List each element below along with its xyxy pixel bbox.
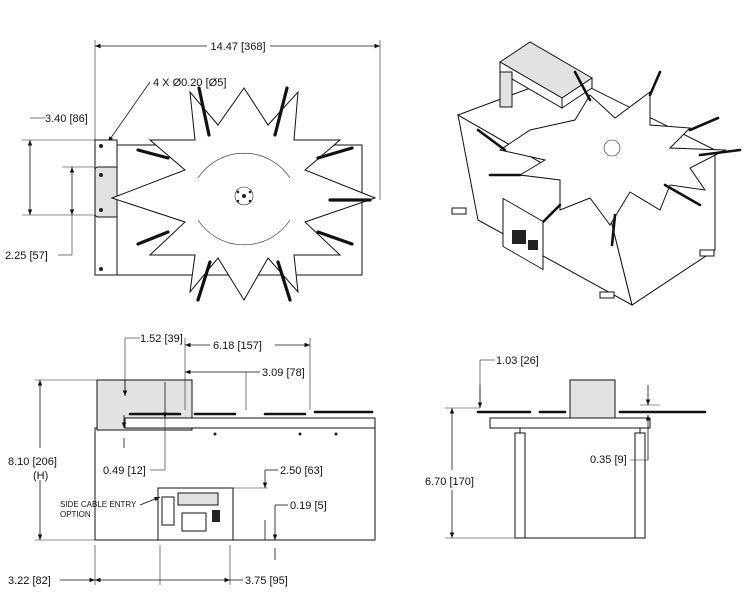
dim-6-70: 6.70 [170] (425, 476, 474, 488)
dim-1-03: 1.03 [26] (496, 355, 539, 367)
dim-2-25: 2.25 [57] (5, 250, 48, 262)
dim-3-09: 3.09 [78] (262, 367, 305, 379)
dim-0-35: 0.35 [9] (590, 454, 627, 466)
dim-height-h: (H) (33, 470, 48, 482)
isometric-view (451, 41, 742, 306)
star-plate (110, 87, 377, 301)
side-view: 1.03 [26] 0.35 [9] 6.70 [170] (425, 355, 707, 539)
dim-2-50: 2.50 [63] (280, 465, 323, 477)
dim-6-18: 6.18 [157] (213, 340, 262, 352)
dim-0-19: 0.19 [5] (290, 500, 327, 512)
dim-3-40: 3.40 [86] (45, 113, 88, 125)
dim-0-49: 0.49 [12] (103, 465, 146, 477)
front-view: 1.52 [39] 6.18 [157] 3.09 [78] 8.10 [206… (8, 333, 376, 587)
dim-3-22: 3.22 [82] (8, 575, 51, 587)
dim-holes: 4 X Ø0.20 [Ø5] (153, 77, 226, 89)
top-view: 14.47 [368] 4 X Ø0.20 [Ø5] (5, 40, 381, 302)
note-cable-entry-2: OPTION (60, 510, 91, 519)
dim-8-10: 8.10 [206] (8, 456, 57, 468)
note-cable-entry-1: SIDE CABLE ENTRY (60, 500, 137, 509)
dim-overall-width: 14.47 [368] (210, 41, 265, 53)
dim-1-52: 1.52 [39] (140, 333, 183, 345)
dim-3-75: 3.75 [95] (245, 575, 288, 587)
